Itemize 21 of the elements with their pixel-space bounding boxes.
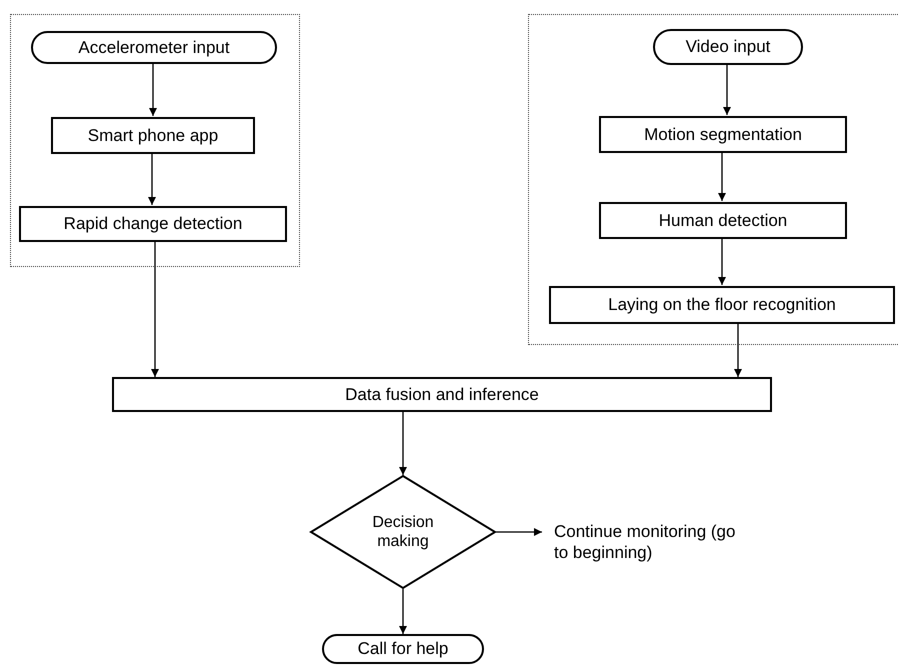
- arrow: [151, 241, 159, 377]
- process-box: Data fusion and inference: [112, 377, 772, 412]
- arrow: [399, 589, 407, 634]
- node-label: Decision making: [371, 512, 435, 552]
- arrow: [723, 64, 731, 115]
- process-box: Human detection: [599, 202, 847, 239]
- arrow: [149, 63, 157, 116]
- arrow: [148, 153, 156, 205]
- decision-diamond: [310, 475, 496, 589]
- arrow: [399, 412, 407, 475]
- dotted-group-frame: [10, 14, 300, 267]
- process-box: Motion segmentation: [599, 116, 847, 153]
- arrow: [718, 152, 726, 201]
- arrow: [718, 238, 726, 285]
- process-box: Smart phone app: [51, 117, 255, 154]
- arrow: [496, 528, 542, 536]
- node-label: Continue monitoring (go to beginning): [554, 520, 736, 564]
- process-box: Rapid change detection: [19, 206, 287, 242]
- process-box: Laying on the floor recognition: [549, 286, 895, 324]
- arrow: [734, 323, 742, 377]
- dotted-group-frame: [528, 14, 898, 345]
